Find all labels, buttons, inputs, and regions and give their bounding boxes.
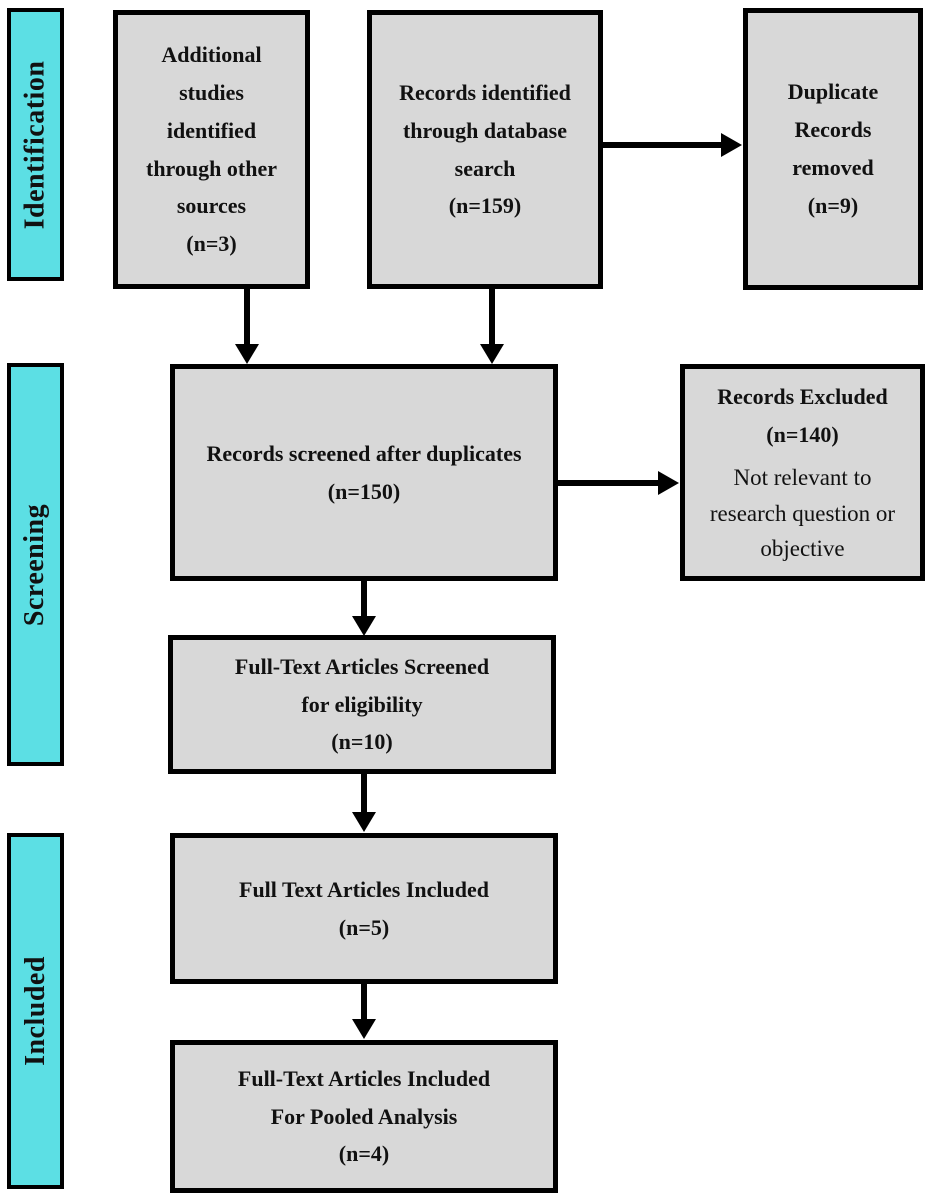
exclusion-reason: Not relevant to research question or obj… <box>710 460 895 567</box>
box-text-line: identified <box>166 117 257 143</box>
box-count: (n=5) <box>338 914 390 940</box>
box-text-line: search <box>454 155 516 181</box>
box-text-line: through database <box>402 117 568 143</box>
box-text-line: through other <box>146 155 277 181</box>
box-count: (n=9) <box>807 192 859 218</box>
arrow-additional-to-screened <box>235 288 259 364</box>
box-text-line: Full Text Articles Included <box>239 876 489 902</box>
box-records-excluded: Records Excluded (n=140) Not relevant to… <box>680 364 925 581</box>
box-text-line: Records identified <box>399 79 571 105</box>
box-fulltext-screened: Full-Text Articles Screened for eligibil… <box>168 635 556 774</box>
box-note-line: research question or <box>709 500 896 526</box>
box-text-line: removed <box>792 155 874 180</box>
box-text-line: Additional <box>161 42 262 68</box>
box-duplicate-records: Duplicate Records removed (n=9) <box>743 8 923 290</box>
box-text-line: for eligibility <box>301 691 423 717</box>
arrow-screened-to-excluded <box>556 471 679 495</box>
box-text-line: Records screened after duplicates <box>206 440 522 466</box>
box-pooled-analysis: Full-Text Articles Included For Pooled A… <box>170 1040 558 1193</box>
arrow-included-to-pooled <box>352 982 376 1039</box>
arrow-database-to-screened <box>480 288 504 364</box>
box-text-line: Full-Text Articles Included <box>237 1065 491 1091</box>
box-text-line: Records Excluded <box>717 384 888 410</box>
box-text-line: Full-Text Articles Screened <box>234 653 490 679</box>
box-additional-studies: Additional studies identified through ot… <box>113 10 310 289</box>
arrow-screened-to-fulltext-screened <box>352 578 376 636</box>
box-count: (n=4) <box>338 1141 390 1167</box>
box-text-line: For Pooled Analysis <box>270 1103 458 1129</box>
box-count: (n=150) <box>327 478 401 504</box>
box-note-line: Not relevant to <box>733 464 872 490</box>
box-count: (n=3) <box>186 231 237 257</box>
box-text-line: Records <box>794 117 872 143</box>
box-text-line: studies <box>179 79 244 105</box>
stage-identification: Identification <box>7 8 64 281</box>
arrow-database-to-duplicates <box>601 133 742 157</box>
box-text-line: sources <box>176 193 247 219</box>
box-count: (n=159) <box>448 193 522 219</box>
arrow-fulltext-screened-to-included <box>352 772 376 832</box>
stage-included-label: Included <box>19 956 51 1066</box>
box-database-records: Records identified through database sear… <box>367 10 603 289</box>
box-count: (n=140) <box>766 422 839 448</box>
box-count: (n=10) <box>331 729 393 755</box>
box-records-screened: Records screened after duplicates (n=150… <box>170 364 558 581</box>
box-text-line: Duplicate <box>787 79 879 105</box>
stage-included: Included <box>7 833 64 1189</box>
box-note-line: objective <box>760 536 845 562</box>
stage-screening: Screening <box>7 363 64 766</box>
stage-identification-label: Identification <box>19 60 51 229</box>
stage-screening-label: Screening <box>19 503 51 626</box>
box-fulltext-included: Full Text Articles Included (n=5) <box>170 833 558 984</box>
